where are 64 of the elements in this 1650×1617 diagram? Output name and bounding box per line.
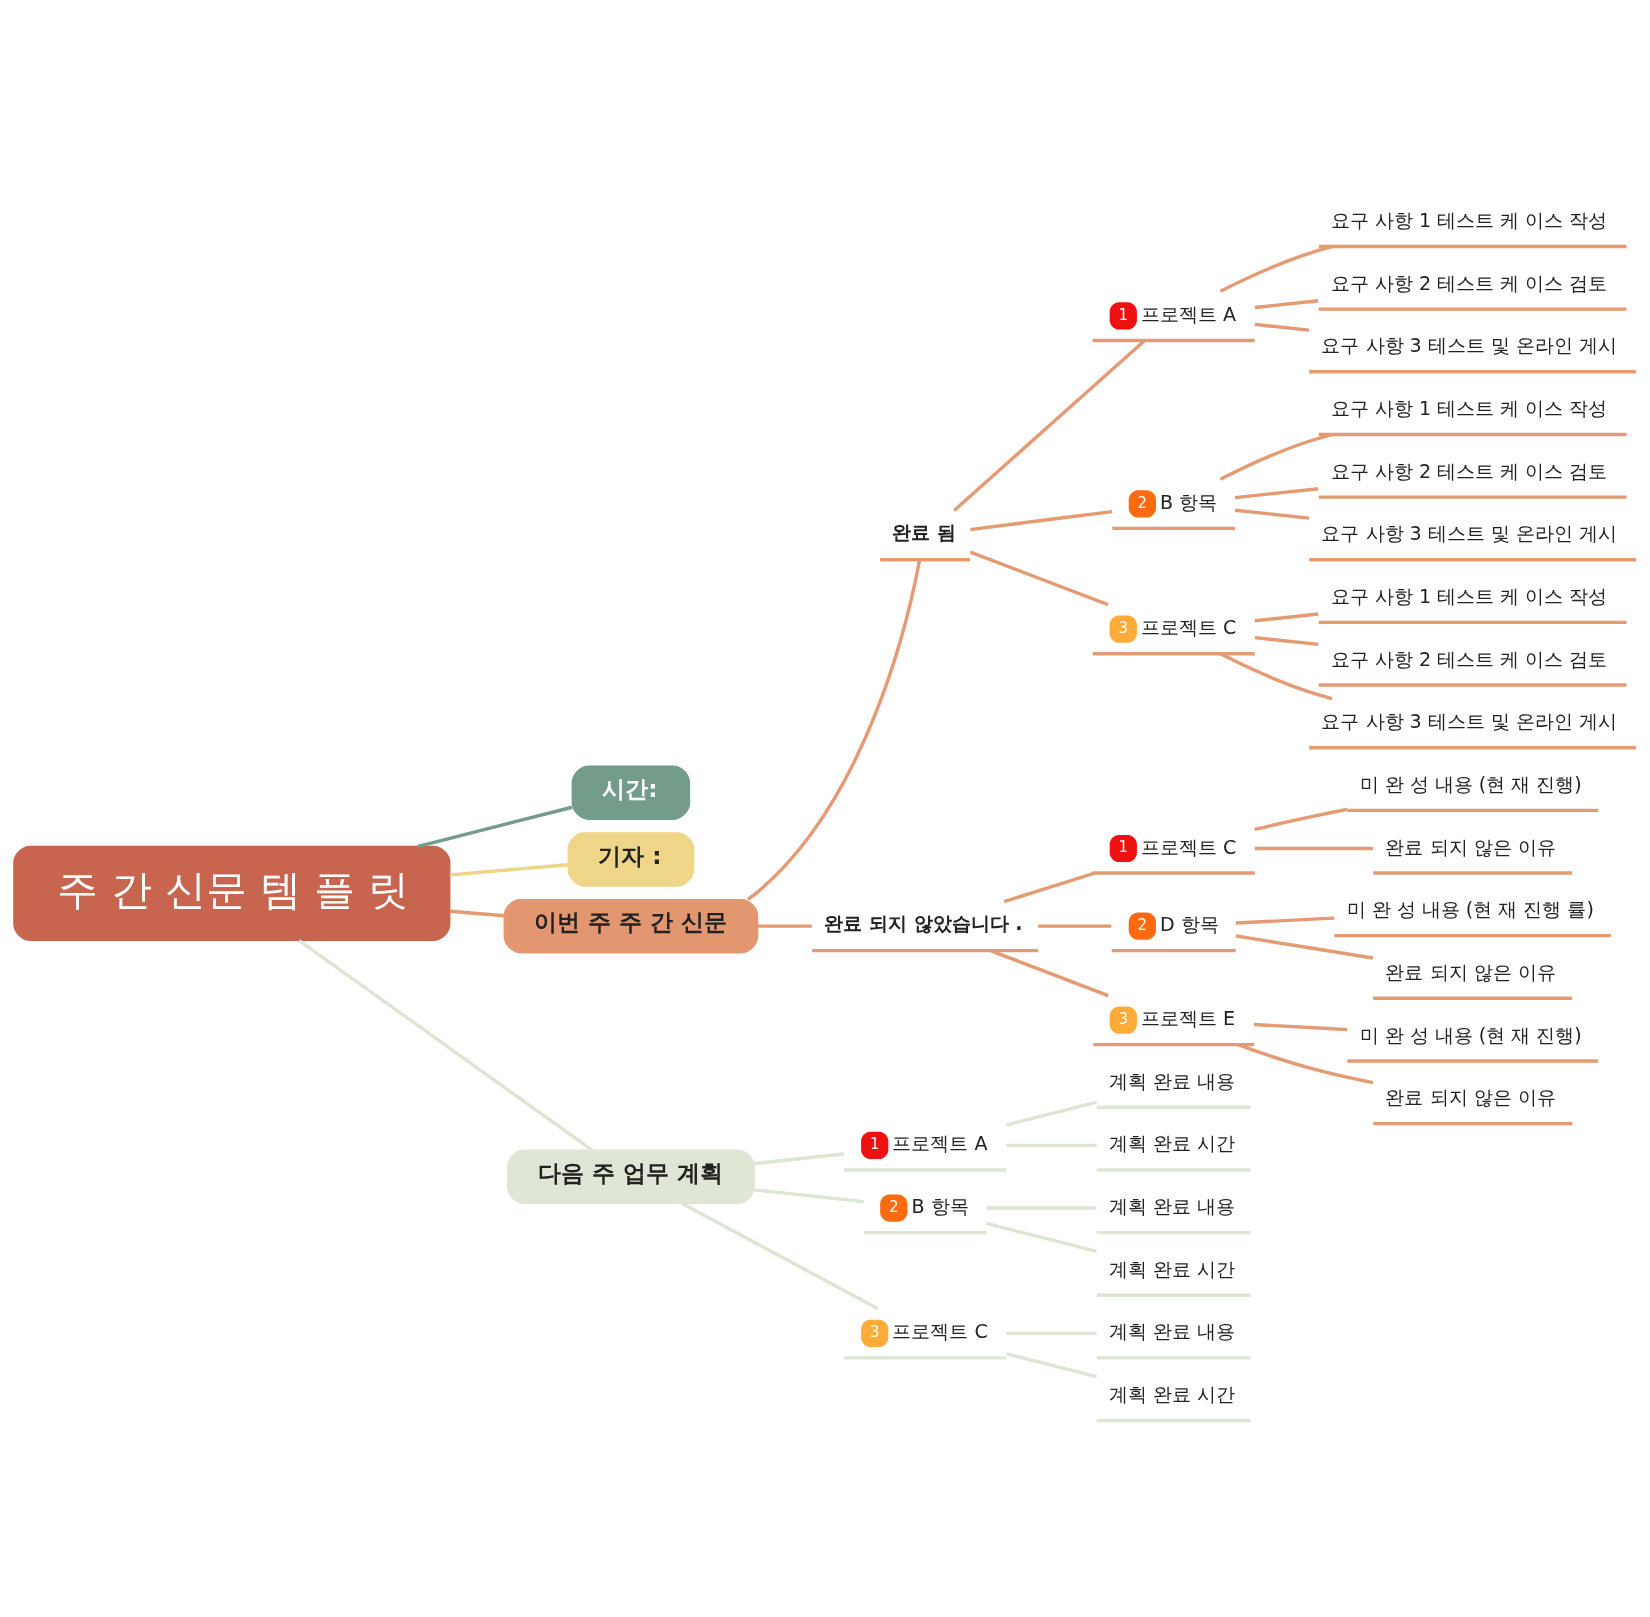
connector [1254, 846, 1373, 850]
node-text: 계획 완료 내용 [1108, 1069, 1236, 1092]
node-text: 완료 되지 않은 이유 [1385, 835, 1556, 858]
node-box: 이번 주 주 간 신문 [503, 898, 759, 953]
connector [1235, 933, 1374, 960]
connector [298, 938, 594, 1151]
node-text: 계획 완료 시간 [1108, 1131, 1236, 1154]
node-text: 계획 완료 시간 [1108, 1257, 1236, 1280]
node-text: 요구 사항 1 테스트 케 이스 작성 [1330, 584, 1608, 607]
node-text: 완료 되지 않은 이유 [1385, 1085, 1556, 1108]
node-text: 요구 사항 2 테스트 케 이스 검토 [1330, 271, 1608, 294]
connector [969, 549, 1109, 606]
connector [1038, 923, 1112, 928]
connector [758, 923, 812, 928]
node-text: 계획 완료 내용 [1108, 1194, 1236, 1217]
node-text: 요구 사항 1 테스트 케 이스 작성 [1330, 396, 1608, 419]
node-box: 주 간 신문 템 플 릿 [13, 845, 451, 941]
connector [1219, 432, 1333, 481]
connector [680, 1201, 879, 1310]
connector [990, 948, 1109, 997]
connector [970, 509, 1113, 531]
node-text: 미 완 성 내용 (현 재 진행) [1359, 1023, 1582, 1045]
connector [449, 862, 569, 877]
connector [1006, 1331, 1097, 1335]
connector [1234, 486, 1319, 499]
connector [1006, 1143, 1097, 1147]
node-text: 요구 사항 2 테스트 케 이스 검토 [1330, 459, 1608, 482]
node-text: 요구 사항 3 테스트 및 온라인 게시 [1321, 333, 1617, 356]
connector [1005, 1351, 1098, 1378]
node-text: 완료 되지 않은 이유 [1385, 960, 1556, 983]
connector [1254, 635, 1319, 646]
connector [1253, 1022, 1348, 1031]
connector [754, 1151, 844, 1165]
connector [417, 805, 573, 848]
node-text: 요구 사항 3 테스트 및 온라인 게시 [1321, 521, 1617, 544]
connector [1219, 651, 1333, 700]
node-text: 완료 되지 않았습니다 . [824, 911, 1023, 934]
connector [1003, 870, 1096, 903]
node-text: 미 완 성 내용 (현 재 진행) [1359, 772, 1582, 795]
connector [1254, 298, 1319, 309]
node-text: 요구 사항 2 테스트 케 이스 검토 [1330, 647, 1608, 670]
node-text: 계획 완료 내용 [1108, 1319, 1236, 1342]
connector [986, 1205, 1097, 1210]
node-text: 미 완 성 내용 (현 재 진행 률) [1346, 897, 1594, 920]
connector [1254, 807, 1348, 831]
connector [1005, 1099, 1098, 1127]
node-box: 다음 주 업무 계획 [506, 1149, 755, 1204]
connector [746, 559, 922, 901]
connector [754, 1187, 864, 1203]
node-text: 계획 완료 시간 [1108, 1382, 1236, 1405]
connector [1254, 611, 1319, 622]
connector [986, 1221, 1097, 1253]
connector [1237, 1042, 1374, 1084]
connector [1219, 244, 1333, 293]
node-text: 요구 사항 3 테스트 및 온라인 게시 [1321, 709, 1617, 732]
connector [1254, 322, 1310, 332]
node-box: 기자 : [567, 831, 695, 887]
connector [1234, 508, 1310, 520]
connector [1235, 915, 1335, 925]
node-text: 요구 사항 1 테스트 케 이스 작성 [1330, 208, 1608, 231]
connector [449, 909, 505, 917]
node-text: 완료 됨 [892, 520, 957, 543]
node-box: 시간: [571, 764, 691, 820]
connector [953, 338, 1146, 512]
